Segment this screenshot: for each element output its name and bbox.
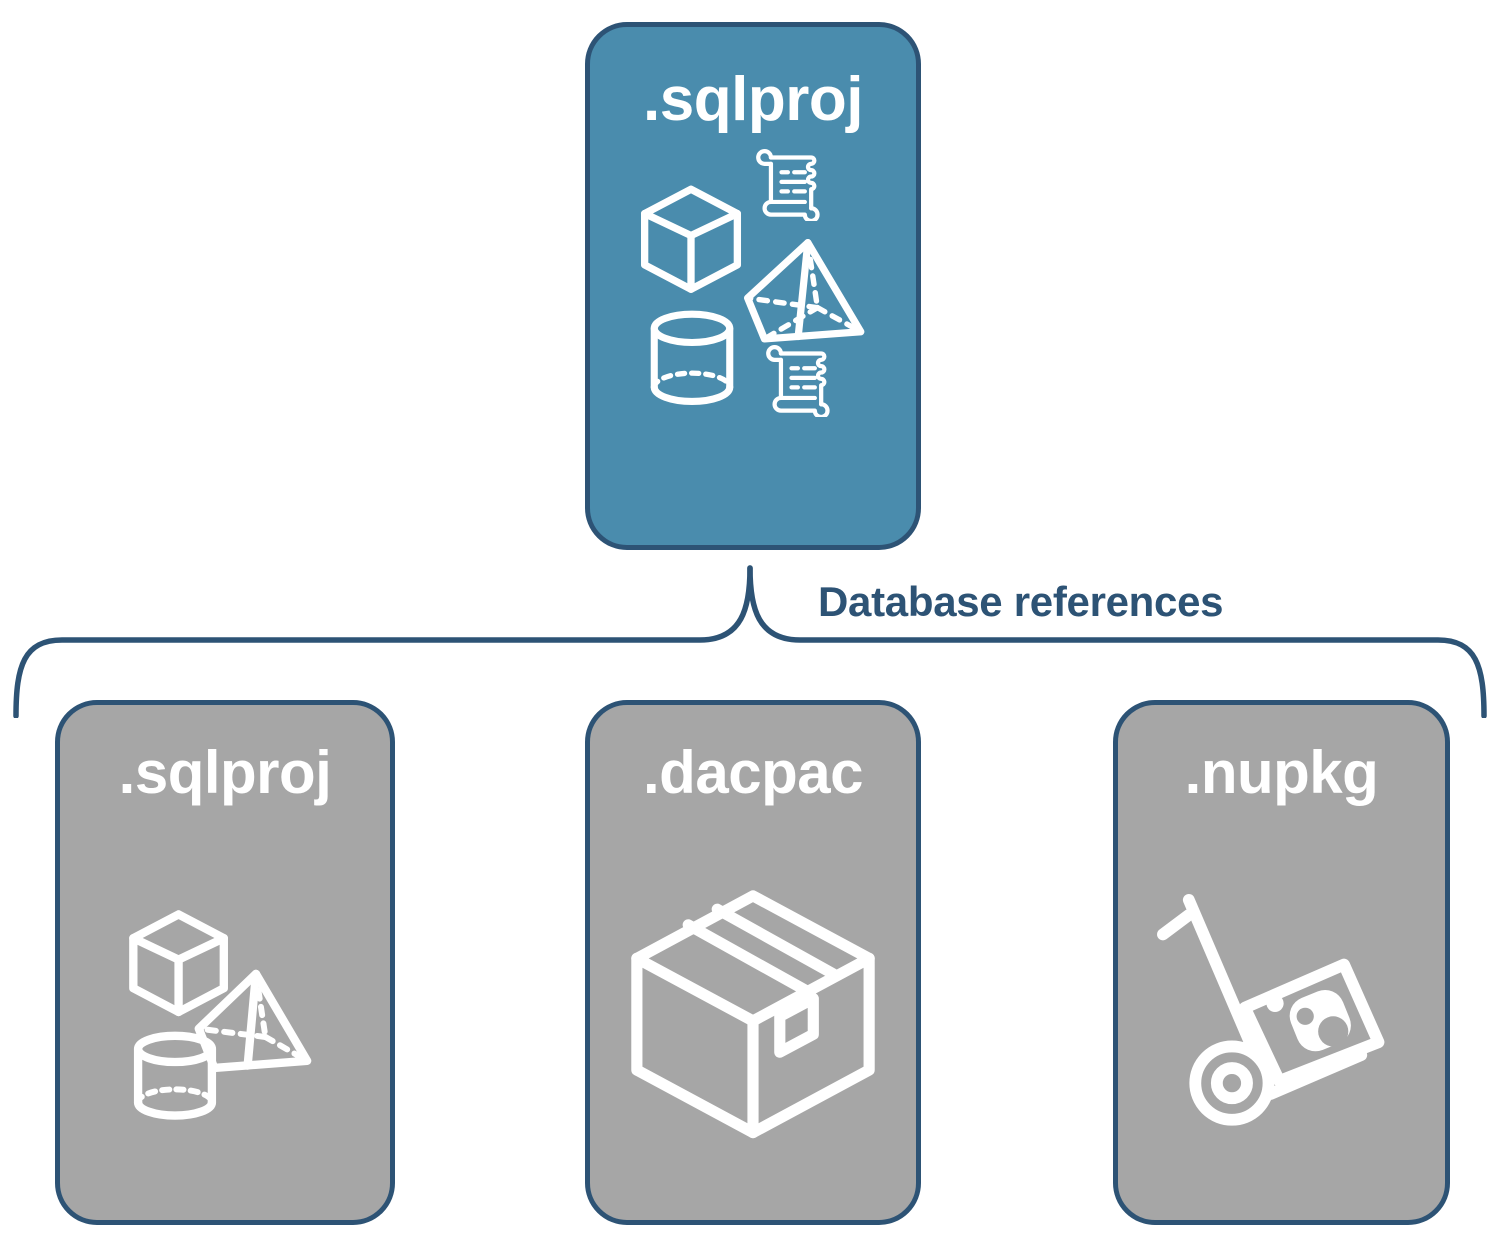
card-nupkg-reference[interactable]: .nupkg <box>1113 700 1450 1225</box>
pyramid-wireframe-icon <box>744 239 865 343</box>
cube-wireframe-icon <box>640 185 742 293</box>
database-references-label: Database references <box>818 578 1224 625</box>
icon-cluster-nupkg <box>1118 803 1445 1220</box>
card-title-dacpac: .dacpac <box>643 739 863 806</box>
card-title-sqlproj-reference: .sqlproj <box>118 739 332 806</box>
scroll-script-icon <box>756 149 820 221</box>
card-title-nupkg: .nupkg <box>1184 739 1379 806</box>
card-sqlproj-reference[interactable]: .sqlproj <box>55 700 395 1225</box>
card-dacpac-reference[interactable]: .dacpac <box>585 700 921 1225</box>
hand-truck-package-icon <box>1157 893 1385 1126</box>
package-box-icon <box>631 889 875 1138</box>
icon-cluster-dacpac <box>590 803 916 1220</box>
card-sqlproj-root[interactable]: .sqlproj <box>585 22 921 550</box>
card-title-sqlproj-root: .sqlproj <box>643 65 863 134</box>
shapes-group-icon <box>129 909 312 1120</box>
cylinder-wireframe-icon <box>650 310 734 405</box>
scroll-script-icon <box>766 345 830 417</box>
nuget-logo-glyph <box>1289 989 1351 1051</box>
icon-cluster-root <box>638 149 868 429</box>
database-references-brace <box>13 565 1487 718</box>
cylinder-wireframe-icon <box>133 1031 217 1120</box>
icon-cluster-sqlproj-reference <box>60 803 390 1220</box>
